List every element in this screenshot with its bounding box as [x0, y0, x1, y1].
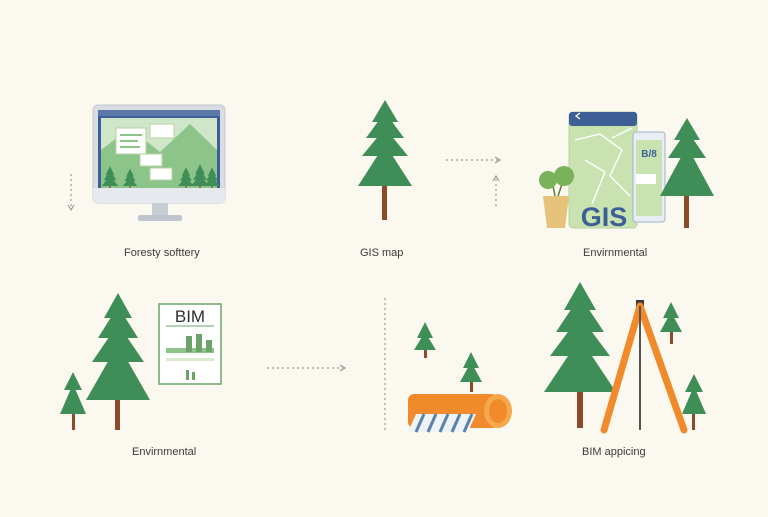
phone-icon	[632, 131, 666, 223]
pine-tree-icon	[358, 100, 412, 220]
caption-bim-applying: BIM appicing	[582, 446, 646, 458]
bim-document-icon	[158, 303, 222, 385]
potted-plant-icon	[539, 166, 574, 228]
pine-tree-icon	[660, 302, 682, 344]
pine-tree-icon	[660, 118, 714, 228]
pine-tree-icon	[460, 352, 482, 392]
caption-forestry-software: Foresty softtery	[124, 247, 200, 259]
dotted-arrow-icon	[446, 156, 502, 164]
pine-tree-icon	[682, 374, 706, 430]
phone-text: B/8	[641, 149, 657, 160]
dotted-arrow-icon	[267, 364, 347, 372]
caption-environmental-top: Envirnmental	[583, 247, 648, 259]
gis-title: GIS	[581, 202, 628, 232]
dotted-arrow-icon	[67, 174, 75, 212]
pine-tree-icon	[414, 322, 436, 358]
computer-monitor-icon	[92, 104, 226, 221]
survey-tripod-icon	[600, 300, 688, 434]
dotted-arrow-icon	[492, 174, 500, 206]
bim-title: BIM	[175, 307, 205, 326]
pine-tree-icon	[544, 282, 616, 428]
caption-gis-map: GIS map	[360, 247, 404, 259]
pine-tree-icon	[60, 372, 86, 430]
log-roll-icon	[408, 394, 512, 433]
caption-environmental-bottom: Envirnmental	[132, 446, 197, 458]
pine-tree-icon	[86, 293, 150, 430]
